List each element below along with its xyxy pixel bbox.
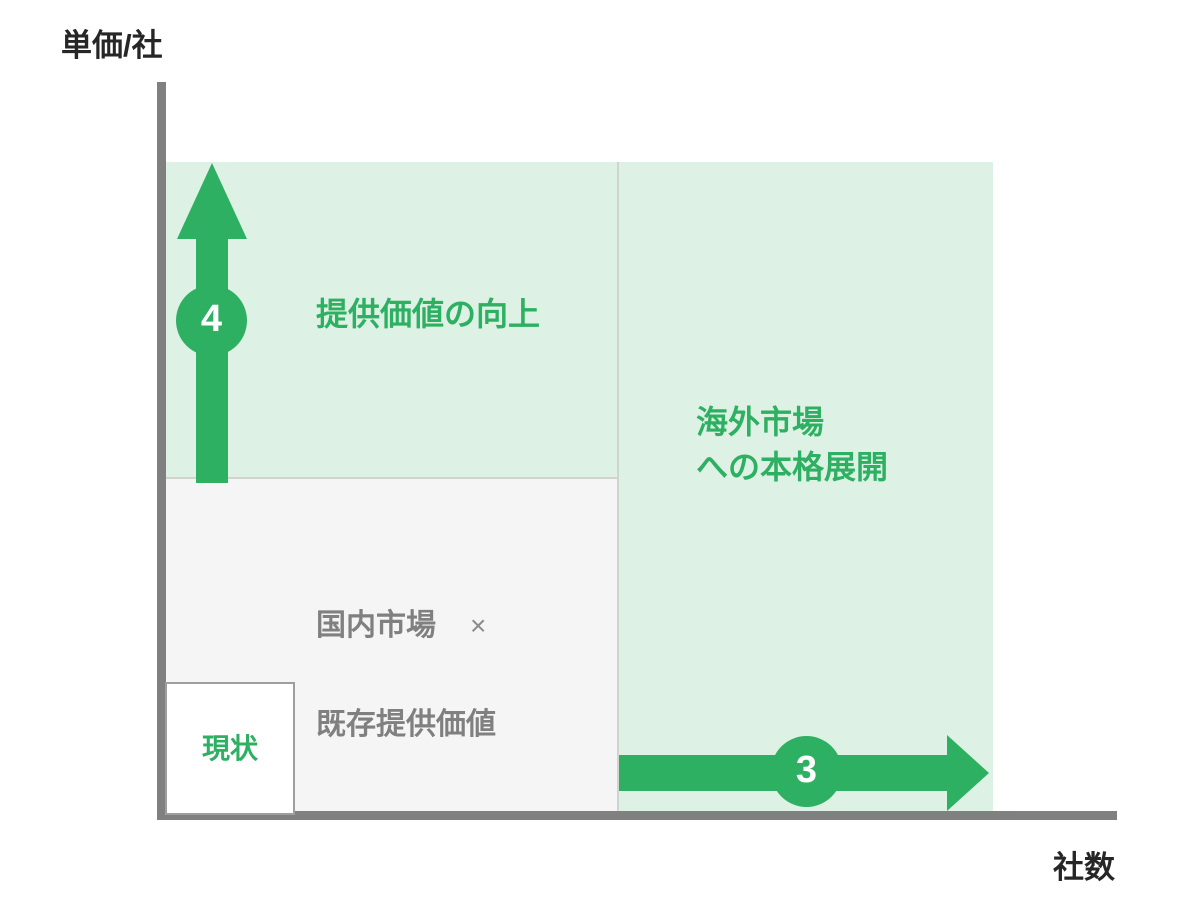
x-axis-line	[157, 811, 1117, 820]
x-axis-label: 社数	[1053, 850, 1115, 885]
step-badge-4: 4	[176, 285, 247, 356]
step-badge-4-label: 4	[200, 297, 223, 340]
current-state-label: 現状	[201, 732, 258, 764]
current-state-box: 現状	[165, 682, 295, 815]
label-domestic-existing: 国内市場 × 既存提供価値	[316, 551, 496, 799]
label-value-uplift: 提供価値の向上	[316, 296, 541, 332]
step-badge-3: 3	[771, 736, 842, 807]
region-divider-vertical	[617, 162, 619, 812]
step-badge-3-label: 3	[795, 748, 818, 791]
label-domestic-line1: 国内市場 ×	[316, 601, 496, 651]
region-overseas-expansion	[619, 162, 993, 812]
domestic-market-text: 国内市場	[316, 608, 436, 642]
multiply-icon: ×	[470, 609, 487, 641]
y-axis-label: 単価/社	[61, 28, 163, 63]
label-overseas-expansion: 海外市場 への本格展開	[696, 404, 889, 486]
y-axis-line	[157, 82, 166, 820]
region-divider-horizontal	[166, 477, 617, 479]
label-domestic-line2: 既存提供価値	[316, 707, 496, 741]
